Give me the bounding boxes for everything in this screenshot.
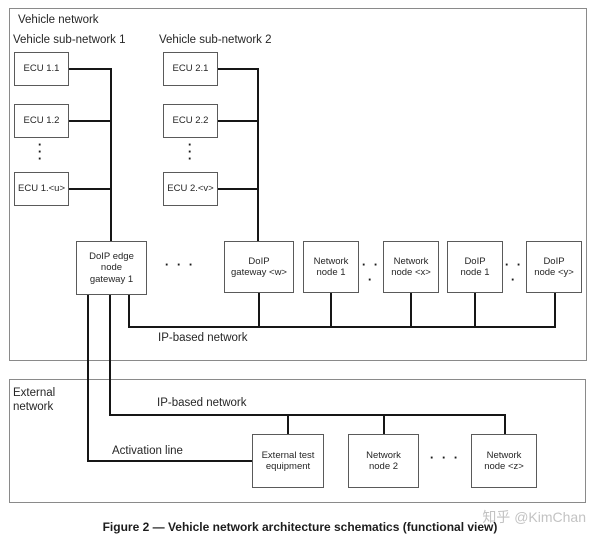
ecu-1-2-connector-line <box>69 120 112 122</box>
vehicle-ip-bus-label: IP-based network <box>158 332 248 344</box>
ecu-2-2-connector-line <box>218 120 259 122</box>
sub-network-2-label: Vehicle sub-network 2 <box>159 34 272 46</box>
ecu-2-1-box: ECU 2.1 <box>163 52 218 86</box>
ecu-1-u-box: ECU 1.<u> <box>14 172 69 206</box>
vehicle-network-label: Vehicle network <box>18 14 99 26</box>
ecu-1-2-box: ECU 1.2 <box>14 104 69 138</box>
external-ip-bus-line <box>109 414 506 416</box>
edge-gateway-ip-drop-line <box>128 295 130 328</box>
sub-network-1-ellipsis: · · · <box>37 137 43 166</box>
network-node-x-drop-line <box>410 293 412 326</box>
doip-node-1-box: DoIP node 1 <box>447 241 503 293</box>
ecu-1-1-box: ECU 1.1 <box>14 52 69 86</box>
external-ip-vertical-line <box>109 295 111 416</box>
ecu-1-u-connector-line <box>69 188 112 190</box>
ecu-2-2-box: ECU 2.2 <box>163 104 218 138</box>
sub-network-1-label: Vehicle sub-network 1 <box>13 34 126 46</box>
middle-row-ellipsis-1: · · · <box>164 257 196 272</box>
doip-node-y-box: DoIP node <y> <box>526 241 582 293</box>
ecu-2-v-connector-line <box>218 188 259 190</box>
external-test-equipment-drop-line <box>287 416 289 434</box>
network-node-2-box: Network node 2 <box>348 434 419 488</box>
doip-node-y-drop-line <box>554 293 556 328</box>
external-network-label: External network <box>13 387 56 413</box>
doip-node-1-drop-line <box>474 293 476 326</box>
activation-line-label: Activation line <box>112 445 183 457</box>
gateway-w-drop-line <box>258 293 260 326</box>
network-node-x-box: Network node <x> <box>383 241 439 293</box>
external-row-ellipsis: · · · <box>429 450 461 465</box>
middle-row-ellipsis-3: · · · <box>504 257 524 287</box>
activation-line-vertical <box>87 295 89 462</box>
external-network-box <box>9 379 586 503</box>
external-ip-bus-label: IP-based network <box>157 397 247 409</box>
sub-network-2-ellipsis: · · · <box>187 137 193 166</box>
ecu-1-1-connector-line <box>69 68 112 70</box>
ecu-2-1-connector-line <box>218 68 259 70</box>
sub-network-2-bus-line <box>257 68 259 242</box>
external-test-equipment-box: External test equipment <box>252 434 324 488</box>
network-node-z-box: Network node <z> <box>471 434 537 488</box>
network-node-2-drop-line <box>383 416 385 434</box>
middle-row-ellipsis-2: · · · <box>361 257 381 287</box>
ecu-2-v-box: ECU 2.<v> <box>163 172 218 206</box>
figure-caption: Figure 2 — Vehicle network architecture … <box>102 520 498 534</box>
vehicle-ip-bus-line <box>128 326 556 328</box>
doip-gateway-w-box: DoIP gateway <w> <box>224 241 294 293</box>
watermark-text: 知乎 @KimChan <box>482 509 586 525</box>
network-node-1-drop-line <box>330 293 332 326</box>
vehicle-network-box <box>9 8 587 361</box>
sub-network-1-bus-line <box>110 68 112 242</box>
doip-edge-node-gateway-1-box: DoIP edge node gateway 1 <box>76 241 147 295</box>
network-node-1-box: Network node 1 <box>303 241 359 293</box>
network-node-z-drop-line <box>504 414 506 434</box>
activation-line-horizontal <box>87 460 253 462</box>
